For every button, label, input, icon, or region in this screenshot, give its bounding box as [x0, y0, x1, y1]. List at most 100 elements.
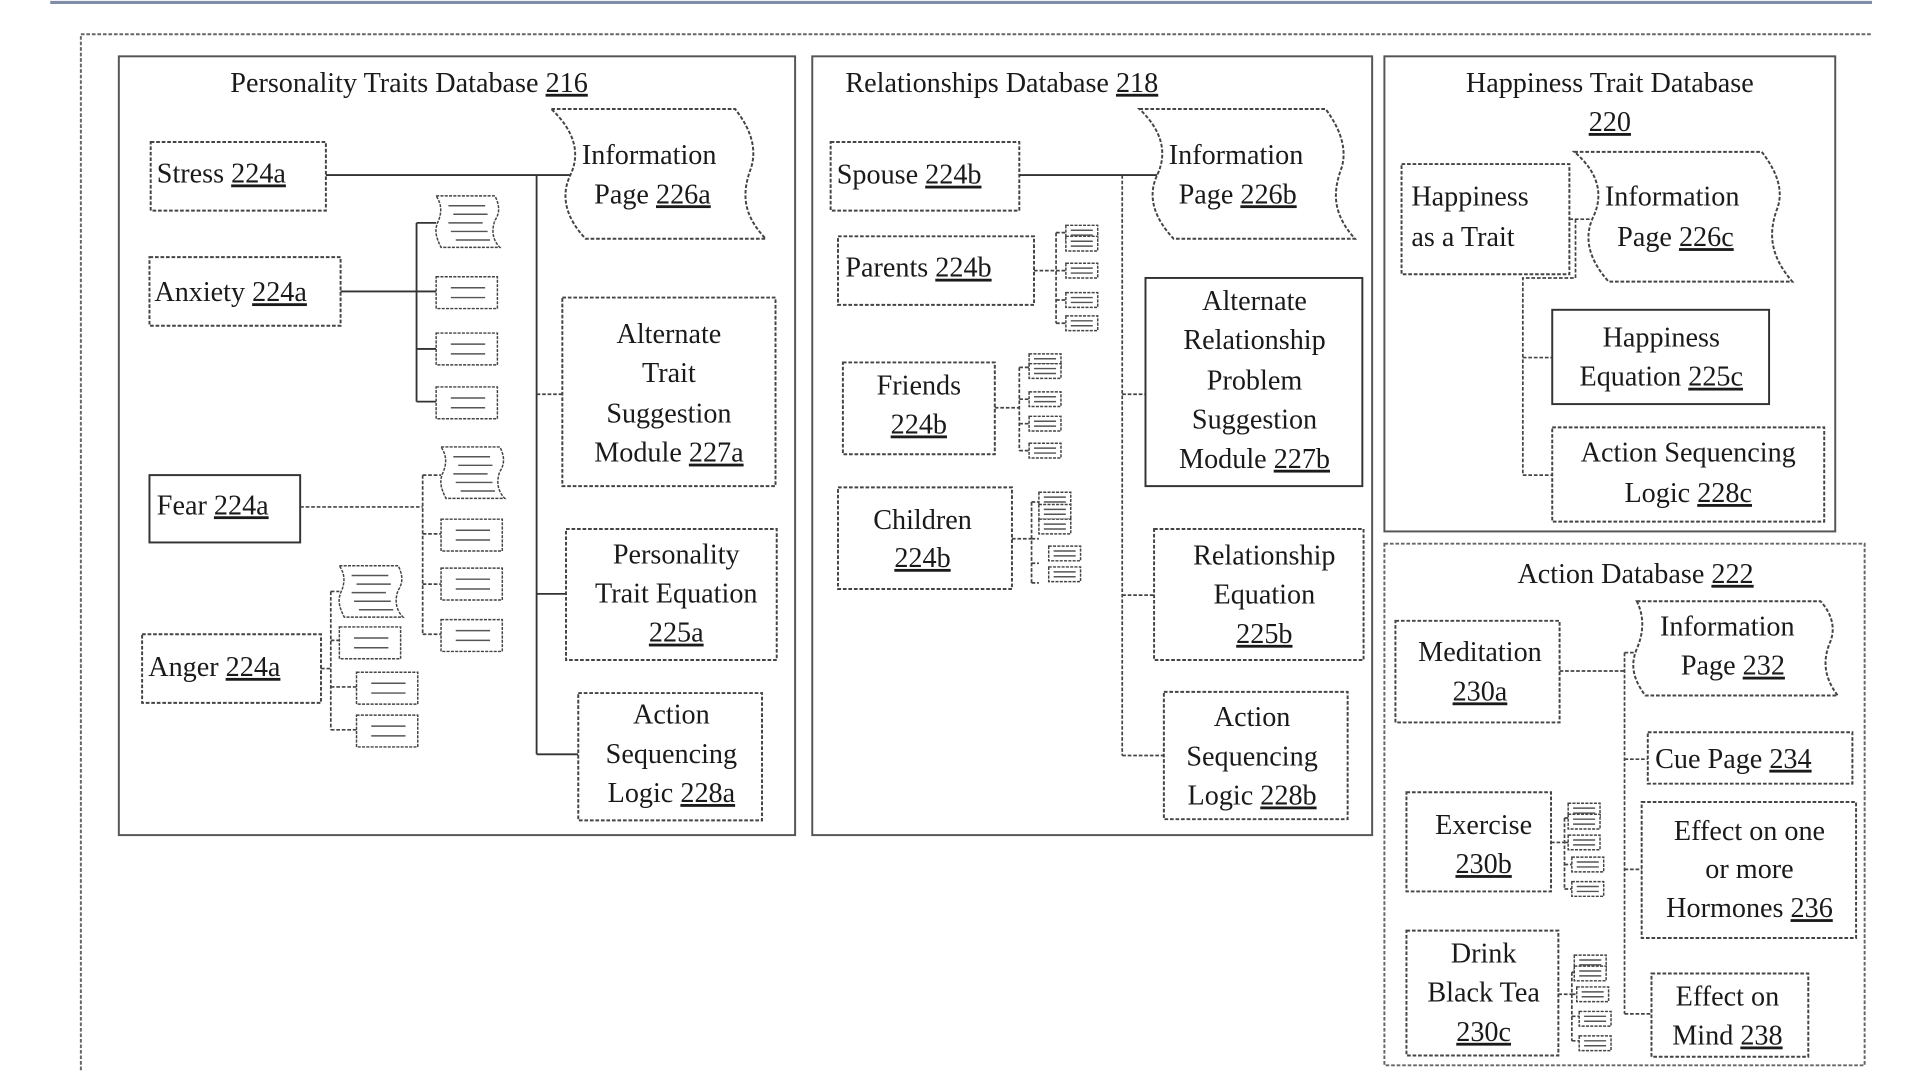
svg-text:Effect on one: Effect on one [1674, 816, 1825, 847]
svg-text:Information: Information [1660, 612, 1795, 643]
svg-text:Friends: Friends [877, 370, 961, 401]
anxiety-doc-icon [436, 333, 497, 365]
svg-text:Personality: Personality [613, 539, 740, 570]
fear-doc-icon [441, 620, 502, 652]
tea-doc-icon [1574, 966, 1606, 981]
svg-text:Relationship: Relationship [1193, 540, 1335, 571]
fear-doc-icon [441, 568, 502, 600]
relationships-database: Relationships Database 218 Spouse 224b I… [812, 56, 1372, 835]
svg-text:Anxiety 224a: Anxiety 224a [154, 277, 307, 308]
action-db-title: Action Database 222 [1517, 559, 1753, 590]
svg-text:Trait: Trait [642, 358, 696, 389]
parents-doc-icon [1066, 316, 1098, 331]
svg-text:Spouse 224b: Spouse 224b [837, 160, 982, 191]
svg-text:Action: Action [633, 700, 710, 731]
svg-text:Stress 224a: Stress 224a [157, 158, 287, 189]
svg-text:Suggestion: Suggestion [1192, 405, 1317, 436]
svg-text:Action Sequencing: Action Sequencing [1581, 438, 1796, 469]
friends-doc-icon [1029, 392, 1061, 407]
action-database: Action Database 222 Meditation 230a Info… [1384, 544, 1864, 1066]
happiness-as-a-trait-node[interactable] [1402, 164, 1570, 274]
svg-text:Anger 224a: Anger 224a [148, 652, 281, 683]
children-doc-icon [1049, 546, 1081, 561]
children-doc-icon [1039, 519, 1071, 534]
fear-doc-icon [441, 447, 505, 498]
svg-text:Exercise: Exercise [1435, 810, 1532, 841]
svg-text:Equation: Equation [1213, 580, 1315, 611]
anxiety-doc-icon [436, 277, 497, 309]
svg-text:Information: Information [1169, 140, 1304, 171]
exercise-doc-icon [1568, 835, 1600, 850]
svg-text:Hormones 236: Hormones 236 [1666, 893, 1833, 924]
svg-text:Module 227b: Module 227b [1179, 444, 1330, 475]
children-doc-icon [1039, 504, 1071, 519]
svg-text:Problem: Problem [1207, 365, 1303, 396]
svg-text:Sequencing: Sequencing [606, 739, 737, 770]
svg-text:Page 232: Page 232 [1681, 651, 1785, 682]
svg-text:225a: 225a [649, 618, 704, 649]
parents-doc-icon [1066, 236, 1098, 251]
fear-doc-icon [441, 519, 502, 551]
svg-text:Effect on: Effect on [1676, 981, 1779, 1012]
svg-text:Page 226a: Page 226a [594, 179, 711, 210]
svg-text:or more: or more [1705, 854, 1793, 885]
anger-doc-icon [339, 627, 400, 659]
svg-text:Logic 228b: Logic 228b [1188, 780, 1317, 811]
svg-text:Suggestion: Suggestion [606, 398, 731, 429]
svg-text:Children: Children [873, 505, 972, 536]
svg-text:Equation 225c: Equation 225c [1580, 362, 1743, 393]
svg-text:Sequencing: Sequencing [1186, 741, 1317, 772]
svg-text:Drink: Drink [1451, 938, 1518, 969]
anger-doc-icon [357, 715, 418, 747]
svg-text:224b: 224b [891, 409, 947, 440]
svg-text:Cue Page 234: Cue Page 234 [1655, 744, 1811, 775]
exercise-doc-icon [1568, 814, 1600, 829]
svg-text:Action: Action [1214, 702, 1291, 733]
exercise-doc-icon [1572, 882, 1604, 897]
svg-text:Information: Information [582, 140, 717, 171]
svg-text:Fear 224a: Fear 224a [157, 490, 269, 521]
information-page-226b[interactable] [1139, 109, 1355, 239]
svg-text:Black Tea: Black Tea [1427, 978, 1540, 1009]
friends-doc-icon [1029, 364, 1061, 379]
anxiety-doc-icon [436, 196, 500, 247]
tea-doc-icon [1579, 1011, 1611, 1026]
svg-text:Logic 228a: Logic 228a [608, 778, 736, 809]
tea-doc-icon [1577, 987, 1609, 1002]
svg-text:224b: 224b [894, 543, 950, 574]
svg-text:Page 226c: Page 226c [1617, 222, 1734, 253]
relationships-db-title: Relationships Database 218 [845, 68, 1158, 99]
friends-doc-icon [1029, 416, 1061, 431]
svg-text:Meditation: Meditation [1418, 637, 1542, 668]
svg-text:230a: 230a [1453, 676, 1508, 707]
svg-text:Parents 224b: Parents 224b [845, 253, 991, 284]
parents-doc-icon [1066, 293, 1098, 308]
personality-traits-database: Personality Traits Database 216 Stress 2… [119, 56, 795, 835]
children-doc-icon [1049, 567, 1081, 582]
svg-text:Page 226b: Page 226b [1179, 179, 1297, 210]
svg-text:225b: 225b [1236, 619, 1292, 650]
tea-doc-icon [1579, 1036, 1611, 1051]
svg-text:Relationship: Relationship [1183, 325, 1325, 356]
svg-text:Trait Equation: Trait Equation [595, 578, 757, 609]
personality-db-title: Personality Traits Database 216 [230, 68, 587, 99]
svg-text:Alternate: Alternate [617, 319, 722, 350]
anger-doc-icon [339, 566, 403, 617]
parents-doc-icon [1066, 263, 1098, 278]
information-page-226c[interactable] [1574, 152, 1792, 282]
happiness-trait-database: Happiness Trait Database 220 Happiness a… [1384, 56, 1835, 531]
svg-text:Module 227a: Module 227a [594, 438, 744, 469]
svg-text:Happiness: Happiness [1603, 323, 1720, 354]
svg-text:Alternate: Alternate [1202, 286, 1307, 317]
svg-text:220: 220 [1589, 107, 1631, 138]
svg-text:230c: 230c [1456, 1017, 1511, 1048]
svg-text:230b: 230b [1455, 849, 1511, 880]
anxiety-doc-icon [436, 387, 497, 419]
svg-text:Information: Information [1605, 182, 1740, 213]
svg-text:Happiness: Happiness [1411, 182, 1528, 213]
information-page-226a[interactable] [551, 109, 765, 239]
svg-text:Logic 228c: Logic 228c [1624, 478, 1752, 509]
anger-doc-icon [357, 672, 418, 704]
friends-doc-icon [1029, 443, 1061, 458]
